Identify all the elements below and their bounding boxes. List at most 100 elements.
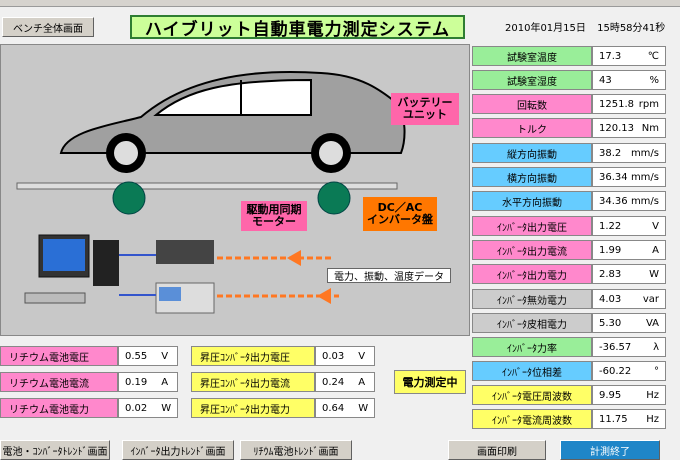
keyboard <box>24 292 86 304</box>
measurement-label: ｲﾝﾊﾞｰﾀ皮相電力 <box>472 313 592 333</box>
measurement-value: 0.19 <box>125 376 148 388</box>
measurement-value: 5.30 <box>599 317 622 329</box>
measurement-unit: Hz <box>646 413 659 425</box>
datetime: 2010年01月15日 15時58分41秒 <box>505 19 665 34</box>
measurement-value: 36.34 <box>599 171 628 183</box>
measurement-value: 1251.8 <box>599 98 634 110</box>
motor-label: 駆動用同期 モーター <box>241 201 307 231</box>
computer-tower <box>93 240 119 286</box>
data-logger <box>156 240 214 264</box>
measurement-value-field: 120.13 Nm <box>592 118 666 138</box>
measurement-label: ｲﾝﾊﾞｰﾀ位相差 <box>472 361 592 381</box>
inverter-output-trend-button[interactable]: ｲﾝﾊﾞｰﾀ出力ﾄﾚﾝﾄﾞ画面 <box>122 440 234 460</box>
measurement-value-field: 1.99 A <box>592 240 666 260</box>
bench-overview-button[interactable]: ベンチ全体画面 <box>2 17 94 37</box>
measurement-value: 0.55 <box>125 350 148 362</box>
measurement-label: ｲﾝﾊﾞｰﾀ出力電圧 <box>472 216 592 236</box>
measurement-unit: A <box>161 376 169 388</box>
measurement-label: 回転数 <box>472 94 592 114</box>
page-title: ハイブリット自動車電力測定システム <box>130 15 465 40</box>
arrow-left-icon <box>287 250 301 266</box>
measurement-label: 試験室湿度 <box>472 70 592 90</box>
lithium-battery-trend-button[interactable]: ﾘﾁｳﾑ電池ﾄﾚﾝﾄﾞ画面 <box>240 440 352 460</box>
measurement-label: 昇圧ｺﾝﾊﾞｰﾀ出力電流 <box>191 372 315 392</box>
data-flow-label: 電力、振動、温度データ <box>327 268 451 283</box>
measurement-value: 1.22 <box>599 220 622 232</box>
measurement-label: リチウム電池電力 <box>0 398 118 418</box>
measurement-unit: mm/s <box>630 171 659 183</box>
inverter-label: DC／AC インバータ盤 <box>363 197 437 231</box>
measurement-unit: W <box>649 268 659 280</box>
measurement-value: 0.64 <box>322 402 345 414</box>
measurement-value: 9.95 <box>599 389 622 401</box>
stop-measurement-button[interactable]: 計測終了 <box>560 440 660 460</box>
front-roller <box>112 181 146 215</box>
time-text: 15時58分41秒 <box>597 23 666 34</box>
measurement-unit: var <box>642 293 659 305</box>
measurement-unit: Nm <box>641 122 659 134</box>
print-screen-button[interactable]: 画面印刷 <box>448 440 546 460</box>
measurement-value: 0.03 <box>322 350 345 362</box>
measurement-row: ｲﾝﾊﾞｰﾀ電流周波数 11.75 Hz <box>472 409 666 429</box>
measurement-unit: Hz <box>646 389 659 401</box>
measurement-label: 試験室温度 <box>472 46 592 66</box>
measurement-unit: V <box>358 350 366 362</box>
measurement-value-field: 11.75 Hz <box>592 409 666 429</box>
arrow-left-icon <box>317 288 331 304</box>
measurement-unit: mm/s <box>630 147 659 159</box>
measurement-value-field: 2.83 W <box>592 264 666 284</box>
measurement-value: 120.13 <box>599 122 634 134</box>
measurement-value-field: 0.19 A <box>118 372 178 392</box>
measurement-label: 横方向振動 <box>472 167 592 187</box>
window-toolbar <box>0 0 680 7</box>
measurement-value: -60.22 <box>599 365 632 377</box>
measurement-label: リチウム電池電流 <box>0 372 118 392</box>
dyno-platform <box>16 182 398 190</box>
measurement-label: ｲﾝﾊﾞｰﾀ電流周波数 <box>472 409 592 429</box>
status-badge: 電力測定中 <box>394 370 466 394</box>
measurement-value: 17.3 <box>599 50 622 62</box>
measurement-label: 昇圧ｺﾝﾊﾞｰﾀ出力電力 <box>191 398 315 418</box>
measurement-label: トルク <box>472 118 592 138</box>
measurement-label: 水平方向振動 <box>472 191 592 211</box>
measurement-unit: A <box>652 244 659 256</box>
car-window-shape <box>153 78 312 116</box>
measurement-label: ｲﾝﾊﾞｰﾀ無効電力 <box>472 289 592 309</box>
measurement-value: 2.83 <box>599 268 622 280</box>
measurement-value: 34.36 <box>599 195 628 207</box>
measurement-label: ｲﾝﾊﾞｰﾀ電圧周波数 <box>472 385 592 405</box>
measurement-unit: ° <box>654 365 659 377</box>
battery-converter-trend-button[interactable]: 電池・ｺﾝﾊﾞｰﾀﾄﾚﾝﾄﾞ画面 <box>0 440 110 460</box>
measurement-unit: % <box>649 74 659 86</box>
measurement-row: ｲﾝﾊﾞｰﾀ電圧周波数 9.95 Hz <box>472 385 666 405</box>
measurement-label: ｲﾝﾊﾞｰﾀ出力電力 <box>472 264 592 284</box>
measurement-value: 1.99 <box>599 244 622 256</box>
measurement-unit: mm/s <box>630 195 659 207</box>
measurement-value: 43 <box>599 74 612 86</box>
measurement-label: リチウム電池電圧 <box>0 346 118 366</box>
measurement-label: 縦方向振動 <box>472 143 592 163</box>
date-text: 2010年01月15日 <box>505 23 586 34</box>
measurement-value: 11.75 <box>599 413 628 425</box>
measurement-unit: A <box>358 376 366 388</box>
measurement-value-field: 9.95 Hz <box>592 385 666 405</box>
measurement-value-field: 0.03 V <box>315 346 375 366</box>
